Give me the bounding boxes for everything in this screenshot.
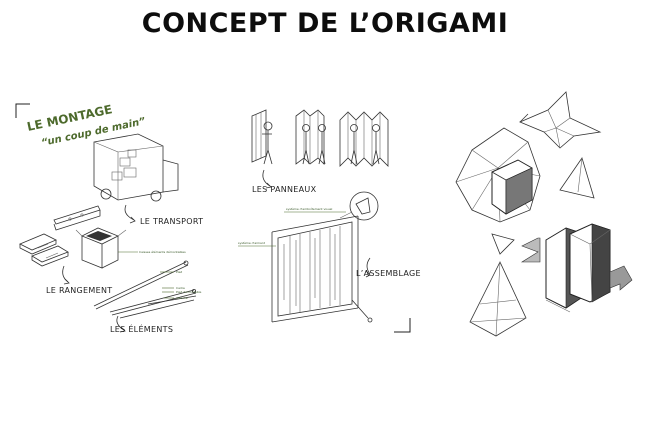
tiny-label-rod3: Pied demontable — [176, 290, 201, 294]
label-elements: LES ÉLÉMENTS — [110, 323, 173, 334]
origami-pyramid-tall — [469, 261, 527, 337]
flat-cases-illustration — [19, 233, 69, 267]
tiny-label-rod4: Attache — [176, 296, 188, 300]
label-assemblage: L’ASSEMBLAGE — [356, 269, 421, 278]
corner-bracket-bottom-right — [394, 318, 411, 333]
figure-unfolding-panels — [295, 109, 326, 165]
tiny-label-rod1: Pied — [176, 270, 182, 274]
open-box-illustration — [75, 227, 127, 269]
origami-pyramid-small — [559, 157, 595, 199]
detail-circle — [349, 191, 379, 221]
storage-bars — [53, 205, 101, 231]
label-rangement: LE RANGEMENT — [46, 286, 112, 295]
figure-carrying-panels-1 — [251, 109, 273, 165]
origami-cube-cluster — [455, 127, 541, 223]
page-title: CONCEPT DE L’ORIGAMI — [141, 8, 509, 39]
assembly-frame-illustration — [271, 215, 373, 323]
origami-crane-illustration — [518, 91, 602, 149]
figure-zigzag-panels — [339, 111, 389, 167]
origami-panel — [455, 91, 633, 337]
rods-illustration — [93, 260, 197, 319]
origami-folding-boxes — [520, 223, 633, 313]
truck-illustration — [93, 133, 179, 202]
tiny-label-rod2: Cadre — [176, 286, 185, 290]
origami-small-triangle — [491, 233, 515, 255]
montage-panel: LE MONTAGE “un coup de main” LE TRANSPOR… — [15, 102, 203, 334]
label-panneaux: LES PANNEAUX — [252, 185, 317, 194]
panels-panel: LES PANNEAUX système d'emboîtement visue… — [238, 109, 421, 333]
tiny-label-corner: système d'aimant — [238, 241, 266, 245]
corner-bracket-top-left — [15, 103, 30, 118]
label-transport: LE TRANSPORT — [140, 217, 203, 226]
tiny-label-box: Caisses éléments démontables — [139, 250, 186, 254]
tiny-label-hook: système d'emboîtement visuel — [286, 207, 332, 211]
